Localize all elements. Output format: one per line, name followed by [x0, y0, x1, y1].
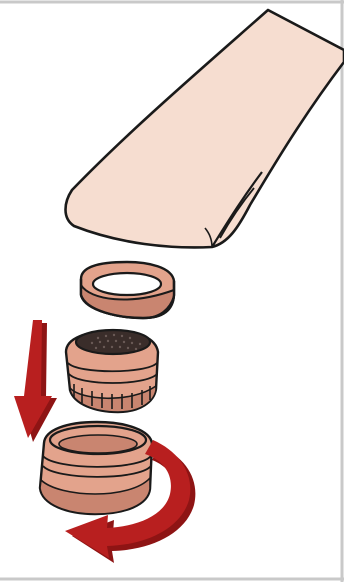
aerator-housing: [40, 422, 152, 514]
aerator-screen-insert: [66, 330, 158, 412]
pull-down-arrow: [14, 320, 57, 442]
faucet-spout: [66, 10, 344, 247]
rubber-washer: [81, 262, 174, 318]
